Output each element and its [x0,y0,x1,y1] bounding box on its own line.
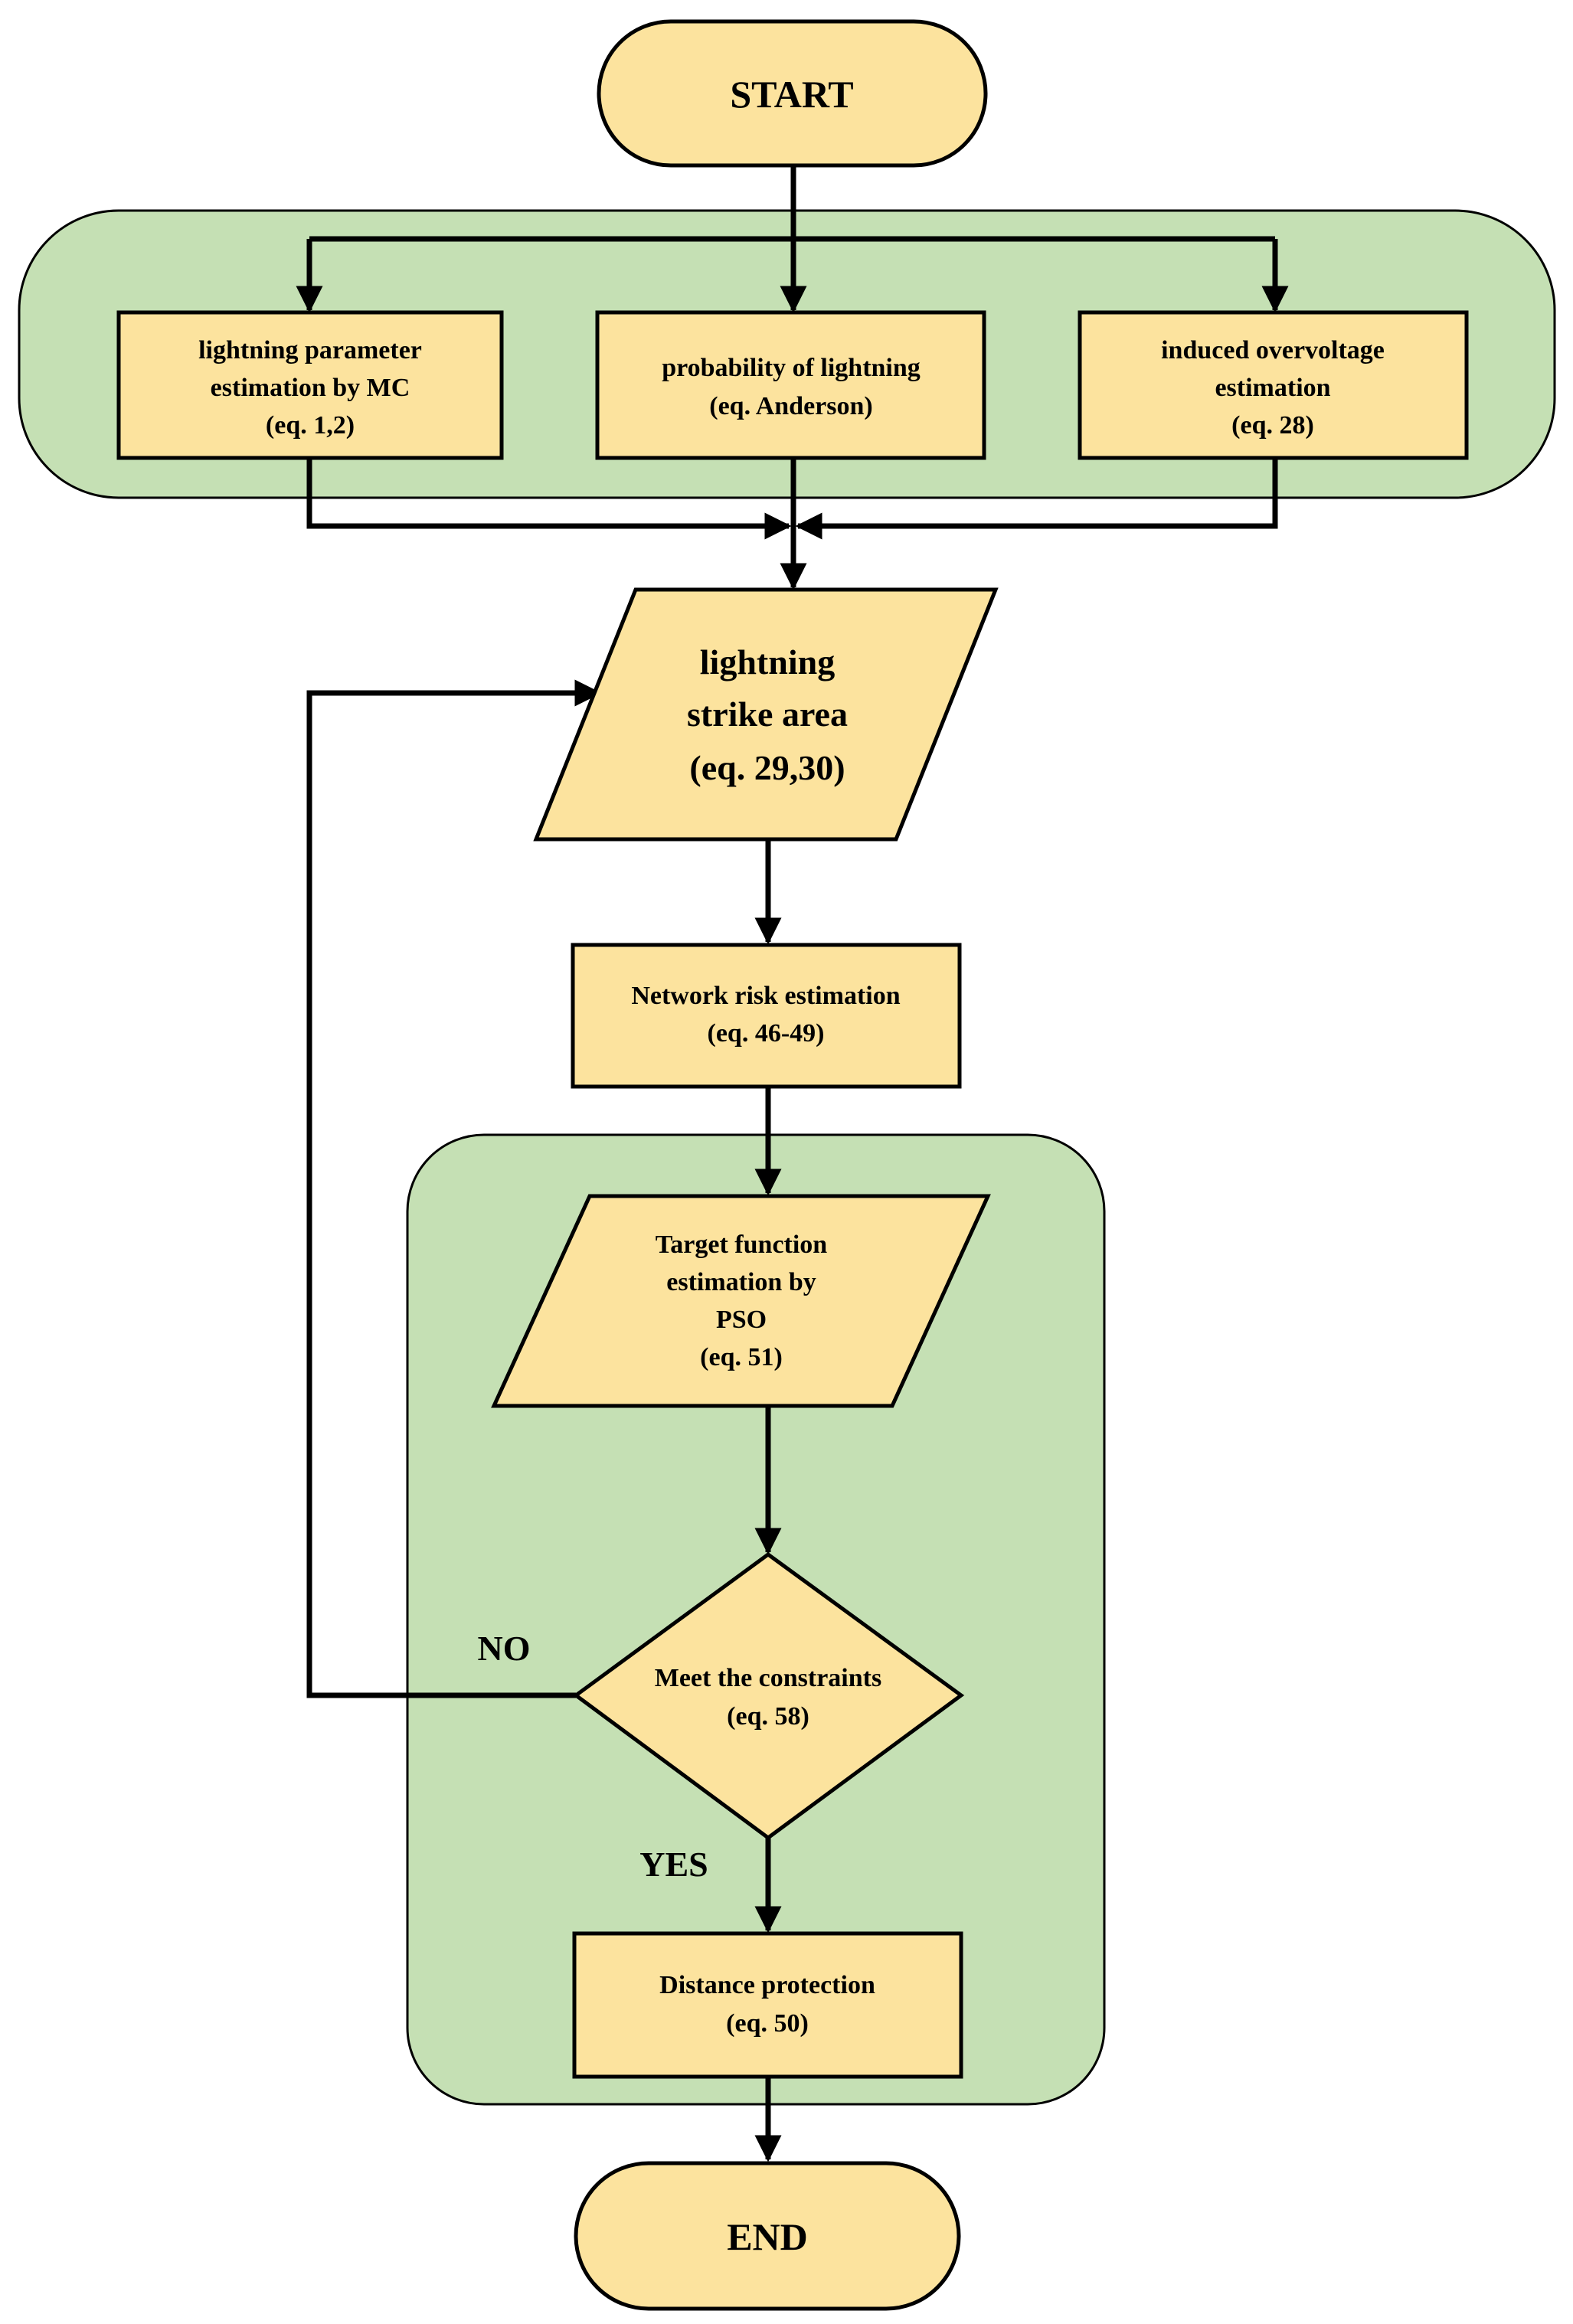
edge-label-no: NO [478,1629,531,1668]
edge-mc-merge [306,458,792,540]
mc-label-line-3: (eq. 1,2) [266,411,355,440]
overvoltage-label-line-2: estimation [1215,374,1330,402]
pso-label-line-2: estimation by [666,1268,816,1296]
node-mc [116,310,504,460]
edge-constraints-no-loop [306,679,602,1698]
edges [296,165,1289,2162]
overvoltage-label-line-3: (eq. 28) [1231,411,1314,440]
strike-area-label-line-3: (eq. 29,30) [689,748,845,787]
overvoltage-label-line-1: induced overvoltage [1161,336,1385,364]
pso-label-line-3: PSO [716,1306,767,1334]
mc-label-line-2: estimation by MC [211,374,410,402]
anderson-label-line-1: probability of lightning [662,354,921,382]
distance-label-line-1: Distance protection [659,1971,875,1999]
node-strike-area [533,587,999,842]
risk-label-line-1: Network risk estimation [631,982,900,1010]
node-end [574,2161,961,2311]
distance-label-line-2: (eq. 50) [726,2009,809,2038]
strike-area-label-line-2: strike area [687,695,848,734]
risk-label-line-2: (eq. 46-49) [708,1019,825,1048]
strike-area-label-line-1: lightning [700,642,835,682]
node-distance [572,1931,963,2079]
pso-label-line-1: Target function [656,1231,828,1259]
constraints-label-line-1: Meet the constraints [655,1664,881,1692]
node-overvoltage [1078,310,1469,460]
edge-overvoltage-merge [795,458,1278,540]
end-label: END [727,2215,808,2258]
node-pso [491,1194,991,1408]
mc-label-line-1: lightning parameter [198,336,422,364]
constraints-label-line-2: (eq. 58) [727,1702,809,1731]
pso-label-line-4: (eq. 51) [700,1343,783,1371]
anderson-label-line-2: (eq. Anderson) [709,392,872,420]
node-constraints [572,1551,965,1841]
node-anderson [595,310,986,460]
start-label: START [730,73,853,116]
node-risk [571,943,962,1089]
node-start [597,19,988,168]
edge-label-yes: YES [639,1845,708,1884]
